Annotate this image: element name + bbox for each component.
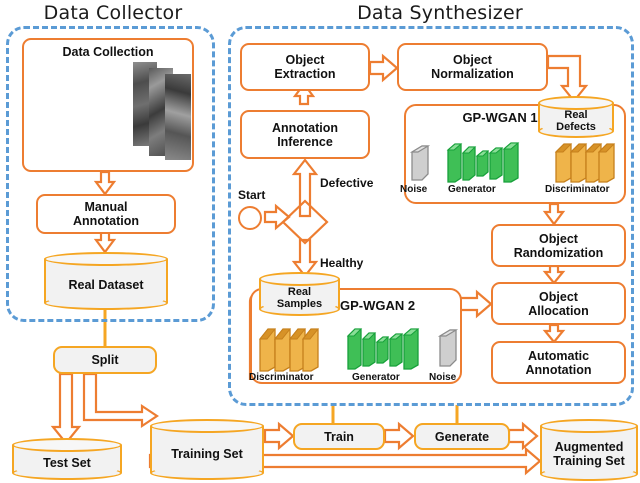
object-normalization-line1: Object	[453, 53, 492, 67]
split-box[interactable]: Split	[53, 346, 157, 374]
arrow-train-to-generate	[383, 421, 415, 451]
real-defects-line1: Real	[564, 108, 588, 121]
test-set-cylinder[interactable]: Test Set	[12, 438, 122, 480]
gpwgan1-discriminator-block	[554, 140, 616, 184]
gpwgan2-generator-label: Generator	[352, 372, 400, 383]
title-data-synthesizer: Data Synthesizer	[357, 2, 523, 24]
healthy-label: Healthy	[320, 256, 364, 270]
gpwgan1-noise-block	[409, 144, 431, 182]
augmented-label-wrap: Augmented Training Set	[540, 429, 638, 479]
gpwgan2-generator-block	[346, 325, 426, 371]
annotation-inference-box[interactable]: Annotation Inference	[240, 110, 370, 159]
real-dataset-cylinder[interactable]: Real Dataset	[44, 252, 168, 310]
object-extraction-line1: Object	[285, 53, 325, 67]
real-samples-line1: Real	[287, 285, 312, 298]
real-defects-cylinder[interactable]: Real Defects	[538, 96, 614, 138]
data-collection-label: Data Collection	[62, 45, 154, 59]
start-circle[interactable]	[238, 206, 262, 230]
gpwgan1-noise-label: Noise	[400, 184, 428, 195]
manual-annotation-line1: Manual	[84, 200, 128, 214]
gpwgan1-label: GP-WGAN 1	[462, 110, 538, 125]
object-allocation-box[interactable]: Object Allocation	[491, 282, 626, 325]
data-collector-container	[6, 26, 215, 322]
augmented-training-set-cylinder[interactable]: Augmented Training Set	[540, 419, 638, 481]
object-randomization-line2: Randomization	[513, 245, 604, 260]
automatic-annotation-line1: Automatic	[527, 348, 590, 363]
automatic-annotation-box[interactable]: Automatic Annotation	[491, 341, 626, 384]
arrow-trainingset-to-train	[263, 421, 295, 451]
annotation-inference-line2: Inference	[277, 134, 333, 149]
object-normalization-box[interactable]: Object Normalization	[397, 43, 548, 91]
gpwgan2-label: GP-WGAN 2	[340, 298, 416, 313]
title-data-collector: Data Collector	[43, 2, 183, 24]
train-box[interactable]: Train	[293, 423, 385, 450]
generate-label: Generate	[434, 429, 490, 444]
train-label: Train	[324, 429, 354, 444]
gpwgan2-noise-label: Noise	[429, 372, 457, 383]
training-set-label: Training Set	[171, 446, 243, 461]
arrow-split-to-trainingset	[82, 372, 159, 429]
object-allocation-line1: Object	[539, 289, 578, 304]
gpwgan2-discriminator-label: Discriminator	[249, 372, 314, 383]
data-synthesizer-container	[228, 26, 634, 406]
automatic-annotation-line2: Annotation	[525, 362, 592, 377]
gpwgan2-discriminator-block	[258, 325, 320, 373]
object-allocation-line2: Allocation	[528, 303, 589, 318]
object-normalization-line2: Normalization	[431, 67, 514, 81]
generate-box[interactable]: Generate	[414, 423, 510, 450]
real-samples-line2: Samples	[276, 298, 323, 310]
training-set-cylinder[interactable]: Training Set	[150, 419, 264, 480]
sample-image-strips	[133, 62, 195, 162]
real-samples-label-wrap: Real Samples	[259, 282, 340, 314]
real-dataset-label: Real Dataset	[68, 278, 144, 292]
gpwgan1-discriminator-label: Discriminator	[545, 184, 610, 195]
real-defects-label-wrap: Real Defects	[538, 106, 614, 136]
object-extraction-line2: Extraction	[274, 67, 336, 81]
gpwgan2-noise-block	[437, 328, 459, 368]
arrow-generate-to-augmented	[507, 421, 539, 451]
split-label: Split	[91, 353, 119, 367]
augmented-line2: Training Set	[553, 454, 625, 468]
arrow-split-to-testset	[50, 372, 82, 445]
object-randomization-line1: Object	[539, 231, 578, 246]
augmented-line1: Augmented	[554, 440, 624, 454]
defective-label: Defective	[320, 176, 374, 190]
object-extraction-box[interactable]: Object Extraction	[240, 43, 370, 91]
annotation-inference-line1: Annotation	[272, 120, 338, 135]
gpwgan1-generator-block	[446, 140, 526, 184]
object-randomization-box[interactable]: Object Randomization	[491, 224, 626, 267]
start-label: Start	[238, 188, 266, 202]
real-samples-cylinder[interactable]: Real Samples	[259, 272, 340, 316]
manual-annotation-line2: Annotation	[73, 214, 139, 228]
real-defects-line2: Defects	[556, 121, 596, 133]
manual-annotation-box[interactable]: Manual Annotation	[36, 194, 176, 234]
gpwgan1-generator-label: Generator	[448, 184, 496, 195]
test-set-label: Test Set	[43, 456, 91, 470]
